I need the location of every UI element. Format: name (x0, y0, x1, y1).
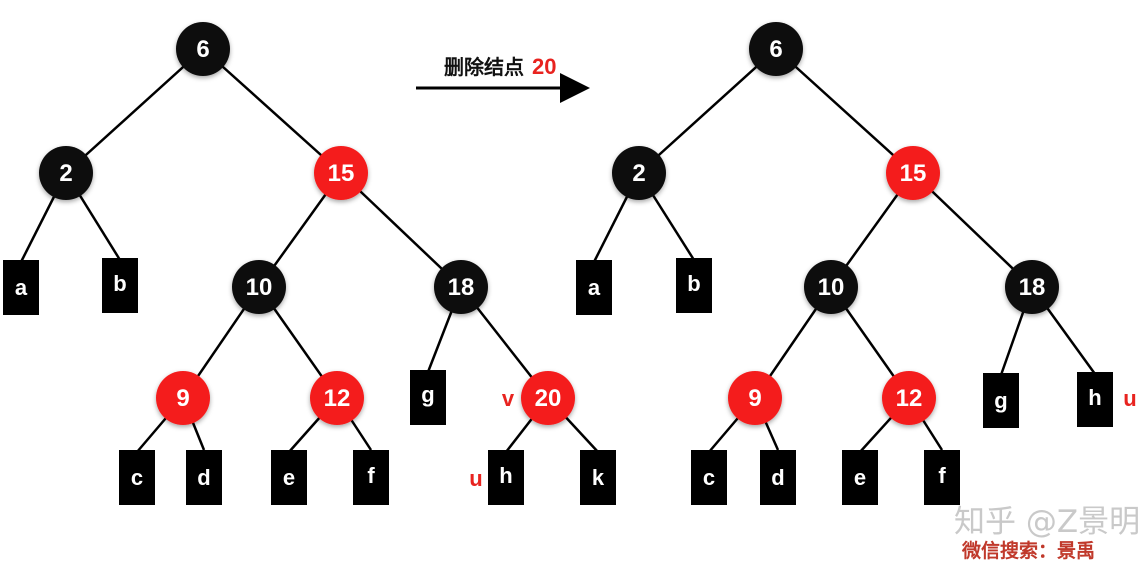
operation-value: 20 (532, 54, 556, 79)
leaf-label: g (421, 382, 434, 407)
node-label: 18 (1019, 274, 1046, 301)
watermark: 知乎 @Z景明 微信搜索：景禹 (954, 504, 1140, 562)
node-6: 6 (749, 22, 803, 76)
node-12: 12 (310, 371, 364, 425)
leaf-label: c (131, 465, 143, 490)
leaf-e: e (271, 450, 307, 505)
node-10: 10 (804, 260, 858, 314)
node-9: 9 (728, 371, 782, 425)
node-18: 18 (434, 260, 488, 314)
leaf-label: k (592, 465, 605, 490)
leaf-label: c (703, 465, 715, 490)
leaf-b: b (102, 258, 138, 313)
leaf-label: a (15, 275, 28, 300)
node-9: 9 (156, 371, 210, 425)
leaf-label: b (113, 271, 126, 296)
node-10: 10 (232, 260, 286, 314)
node-label: 12 (896, 385, 923, 412)
node-label: 15 (328, 160, 355, 187)
node-label: 9 (748, 385, 761, 412)
leaf-a: a (3, 260, 39, 315)
leaf-c: c (691, 450, 727, 505)
node-label: 9 (176, 385, 189, 412)
node-15: 15 (314, 146, 368, 200)
node-20: 20 (521, 371, 575, 425)
node-12: 12 (882, 371, 936, 425)
node-6: 6 (176, 22, 230, 76)
leaf-label: f (938, 463, 946, 488)
marker-v: v (502, 386, 515, 411)
leaf-g: g (983, 373, 1019, 428)
leaf-label: h (499, 463, 512, 488)
leaf-label: e (854, 465, 866, 490)
node-label: 10 (818, 274, 845, 301)
leaf-a: a (576, 260, 612, 315)
leaf-label: e (283, 465, 295, 490)
tree-after: a b c d e f g h 6 2 15 10 18 9 12 u (576, 22, 1137, 505)
marker-u: u (1123, 386, 1136, 411)
node-label: 18 (448, 274, 475, 301)
leaf-b: b (676, 258, 712, 313)
leaf-h: h (488, 450, 524, 505)
leaf-label: g (994, 388, 1007, 413)
marker-u: u (469, 466, 482, 491)
node-18: 18 (1005, 260, 1059, 314)
operation-label: 删除结点 20 (444, 54, 556, 79)
node-label: 20 (535, 385, 562, 412)
node-label: 2 (632, 160, 645, 187)
leaf-label: h (1088, 385, 1101, 410)
node-label: 12 (324, 385, 351, 412)
node-label: 2 (59, 160, 72, 187)
leaf-d: d (186, 450, 222, 505)
leaf-k: k (580, 450, 616, 505)
watermark-zhihu: 知乎 @Z景明 (954, 504, 1140, 540)
leaf-h: h (1077, 372, 1113, 427)
node-label: 6 (196, 36, 209, 63)
leaf-g: g (410, 370, 446, 425)
leaf-f: f (353, 450, 389, 505)
operation-arrow: 删除结点 20 (416, 54, 590, 103)
leaf-label: a (588, 275, 601, 300)
node-2: 2 (612, 146, 666, 200)
operation-text: 删除结点 (444, 55, 524, 79)
leaf-e: e (842, 450, 878, 505)
leaf-f: f (924, 450, 960, 505)
node-15: 15 (886, 146, 940, 200)
edges-after (592, 48, 1097, 453)
leaf-d: d (760, 450, 796, 505)
tree-before: a b c d e f g h k 6 2 15 10 18 9 12 20 v… (3, 22, 616, 505)
leaf-label: f (367, 463, 375, 488)
leaf-label: b (687, 271, 700, 296)
leaf-label: d (197, 465, 210, 490)
watermark-wechat: 微信搜索：景禹 (961, 539, 1095, 562)
node-label: 10 (246, 274, 273, 301)
node-label: 15 (900, 160, 927, 187)
node-label: 6 (769, 36, 782, 63)
leaf-c: c (119, 450, 155, 505)
node-2: 2 (39, 146, 93, 200)
leaf-label: d (771, 465, 784, 490)
